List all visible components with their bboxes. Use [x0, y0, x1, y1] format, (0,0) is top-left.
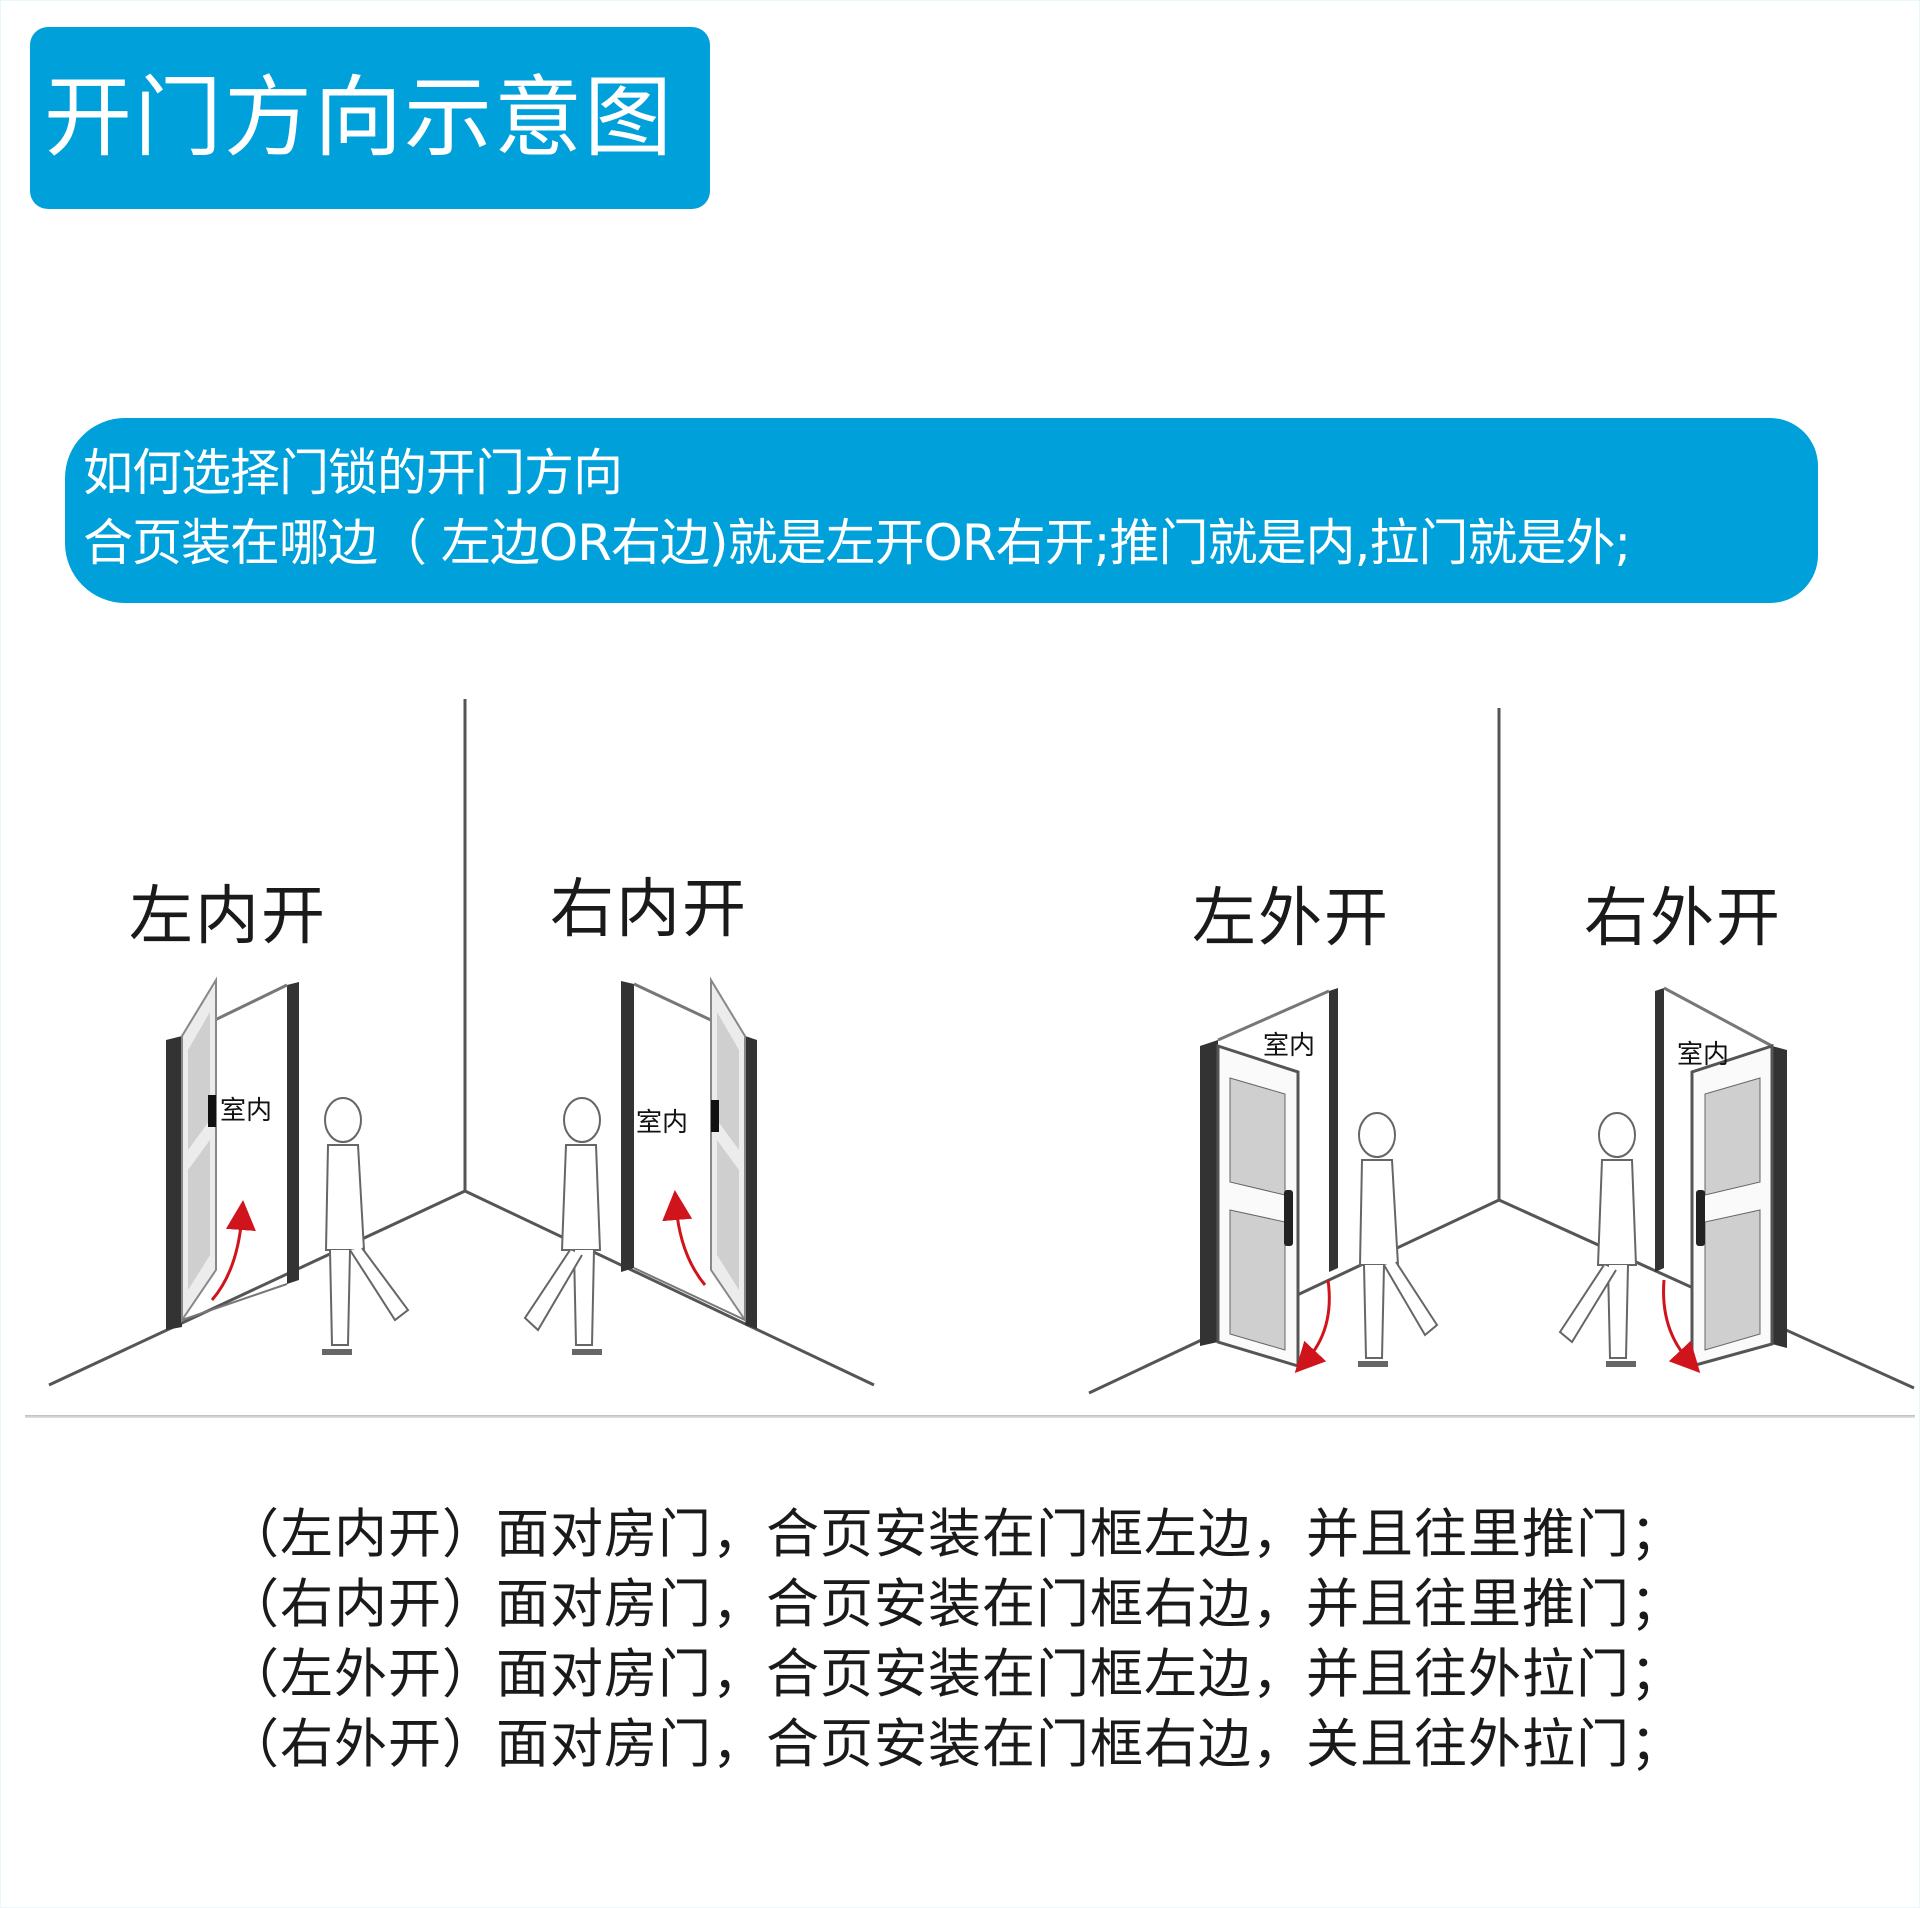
label-right-outward: 右外开 — [1584, 882, 1782, 956]
label-left-outward: 左外开 — [1192, 882, 1390, 956]
description-list: （左内开）面对房门，合页安装在门框左边，并且往里推门； （右内开）面对房门，合页… — [226, 1500, 1786, 1780]
door-left-inward — [166, 976, 299, 1330]
door-right-inward — [621, 976, 757, 1329]
person-walking-2 — [523, 1097, 602, 1355]
room-label-1: 室内 — [220, 1096, 273, 1126]
door-right-outward — [1655, 986, 1787, 1373]
page-title: 开门方向示意图 — [44, 66, 675, 169]
title-box: 开门方向示意图 — [30, 27, 710, 209]
person-walking-4 — [1558, 1112, 1638, 1367]
label-left-inward: 左内开 — [129, 880, 327, 954]
room-label-4: 室内 — [1677, 1040, 1730, 1070]
person-walking-1 — [322, 1097, 410, 1355]
description-right-outward: （右外开）面对房门，合页安装在门框右边，关且往外拉门； — [226, 1714, 1684, 1775]
section-divider — [25, 1415, 1915, 1418]
description-right-inward: （右内开）面对房门，合页安装在门框右边，并且往里推门； — [226, 1574, 1684, 1635]
banner-heading: 如何选择门锁的开门方向 — [83, 444, 623, 502]
instruction-banner: 如何选择门锁的开门方向 合页装在哪边（ 左边OR右边)就是左开OR右开;推门就是… — [65, 418, 1818, 603]
description-left-outward: （左外开）面对房门，合页安装在门框左边，并且往外拉门； — [226, 1644, 1684, 1705]
label-right-inward: 右内开 — [550, 873, 748, 947]
room-scene-graphic — [48, 699, 1915, 1395]
door-illustration: 左内开 右内开 左外开 右外开 室内 室内 室内 室内 — [0, 680, 1920, 1420]
person-walking-3 — [1358, 1112, 1439, 1367]
banner-rule: 合页装在哪边（ 左边OR右边)就是左开OR右开;推门就是内,拉门就是外; — [83, 514, 1631, 572]
description-left-inward: （左内开）面对房门，合页安装在门框左边，并且往里推门； — [226, 1504, 1684, 1565]
room-label-3: 室内 — [1263, 1031, 1316, 1061]
door-left-outward — [1200, 988, 1338, 1373]
left-room-corner — [48, 699, 875, 1387]
room-label-2: 室内 — [636, 1108, 689, 1138]
